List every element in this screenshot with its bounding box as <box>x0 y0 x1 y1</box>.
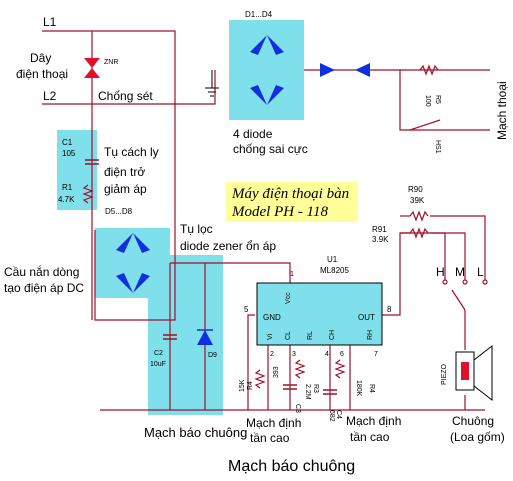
surge-protector-icon <box>84 58 100 78</box>
main-title: Mạch báo chuông <box>228 458 355 475</box>
pin-6: 6 <box>340 351 344 358</box>
znr-label: ZNR <box>104 59 118 66</box>
pin-vcc-label: Vcc <box>285 292 292 304</box>
wiring <box>42 30 490 411</box>
pin-8: 8 <box>387 305 392 314</box>
phone-circuit-label: Mạch thoại <box>495 81 509 140</box>
phone-line-label-2: điện thoại <box>16 67 68 81</box>
pin-rh-label: RH <box>367 330 374 340</box>
surge-label: Chống sét <box>98 89 153 103</box>
model-label-1: Máy điện thoại bàn <box>231 186 349 202</box>
r3-label: R3 <box>312 384 319 393</box>
switch-h-label: H <box>436 265 445 279</box>
diode4-label-2: chống sai cực <box>233 142 308 156</box>
r5-label: R5 <box>434 95 441 104</box>
hook-switch-icon <box>409 119 441 131</box>
polarity-arrows-icon <box>320 63 370 77</box>
capacitor-c1-icon <box>85 159 99 165</box>
r4b-value: 180K <box>355 380 362 397</box>
r4a-value: 15K <box>239 379 246 392</box>
capacitor-c2-icon <box>163 334 177 340</box>
line-l2-label: L2 <box>43 89 57 103</box>
selector-switch-icon <box>442 279 488 311</box>
bridge-top-label: D1...D4 <box>245 10 273 19</box>
filter-label-2: diode zener ổn áp <box>180 239 276 253</box>
c2-label: C2 <box>154 350 163 357</box>
filter-label-1: Tụ lọc <box>180 222 213 236</box>
r90-label: R90 <box>408 185 423 194</box>
c1-label: C1 <box>62 138 73 147</box>
r1-value: 4.7K <box>58 195 75 204</box>
bell-label-1: Chuông <box>452 414 494 428</box>
phone-line-label-1: Dây <box>30 51 51 65</box>
hs1-label: HS1 <box>434 140 441 154</box>
pin-3: 3 <box>292 351 296 358</box>
model-highlight <box>226 182 358 222</box>
pin-ch-label: CH <box>329 330 336 340</box>
ground-icon <box>205 70 219 97</box>
u1-part: ML8205 <box>320 266 349 275</box>
resistor-icons <box>82 64 439 389</box>
r3-value: 2.2M <box>304 384 311 400</box>
c3-label: C3 <box>294 404 301 413</box>
iso-cap-label-2: điện trở <box>104 165 145 179</box>
rectifier-label-2: tạo điện áp DC <box>4 281 84 295</box>
iso-cap-label-1: Tụ cách ly <box>104 145 159 159</box>
r91-label: R91 <box>372 225 387 234</box>
r1-label: R1 <box>62 183 73 192</box>
ic-u1-body <box>256 282 383 346</box>
iso-cap-label-3: giảm áp <box>104 182 147 196</box>
c4-value: 682 <box>328 410 335 422</box>
pin-rl-label: RL <box>307 331 314 340</box>
bridge-highlight <box>229 20 304 120</box>
bell-label-2: (Loa gốm) <box>450 430 505 444</box>
piezo-speaker-icon <box>455 344 493 402</box>
line-l1-label: L1 <box>43 15 57 29</box>
r5-value: 100 <box>424 95 431 107</box>
r4a-label: R4 <box>247 381 254 390</box>
c1-value: 105 <box>62 149 76 158</box>
filter-highlight <box>148 255 223 415</box>
switch-l-label: L <box>477 265 484 279</box>
pin-gnd-label: GND <box>263 313 281 322</box>
pin-4: 4 <box>325 351 329 358</box>
u1-label: U1 <box>327 255 338 264</box>
pin-5: 5 <box>244 305 249 314</box>
c2-value: 10uF <box>150 361 166 368</box>
c4-label: C4 <box>335 410 342 419</box>
d5d8-label: D5...D8 <box>105 207 133 216</box>
r4b-label: R4 <box>368 384 375 393</box>
r90-value: 39K <box>410 196 425 205</box>
pin-out-label: OUT <box>358 313 375 322</box>
high-freq-label-2: tần cao <box>350 430 390 444</box>
r91-value: 3.9K <box>372 235 389 244</box>
model-label-2: Model PH - 118 <box>231 204 328 220</box>
piezo-label: PIEZO <box>441 363 448 385</box>
pin-7: 7 <box>374 351 378 358</box>
diode4-label-1: 4 diode <box>233 127 273 141</box>
ring-block-label: Mạch báo chuông <box>144 425 247 440</box>
pin-2: 2 <box>270 351 274 358</box>
low-freq-label-2: tần cao <box>250 431 290 445</box>
bridge-d5-d8-icon <box>116 233 150 293</box>
pin-cl-label: CL <box>285 331 292 340</box>
switch-m-label: M <box>455 265 465 279</box>
d9-label: D9 <box>208 352 217 359</box>
rectifier-label-1: Cầu nắn dòng <box>4 264 79 279</box>
pin-1: 1 <box>290 271 294 278</box>
c393-label: 393 <box>273 366 280 378</box>
high-freq-label-1: Mạch định <box>346 414 401 428</box>
low-freq-label-1: Mạch định <box>246 416 301 430</box>
bridge-d1-d4-icon <box>250 35 284 105</box>
zener-d9-icon <box>197 329 213 345</box>
pin-vi-label: Vi <box>267 333 274 340</box>
small-capacitors-icon <box>283 384 337 395</box>
ic-highlight <box>257 283 382 345</box>
